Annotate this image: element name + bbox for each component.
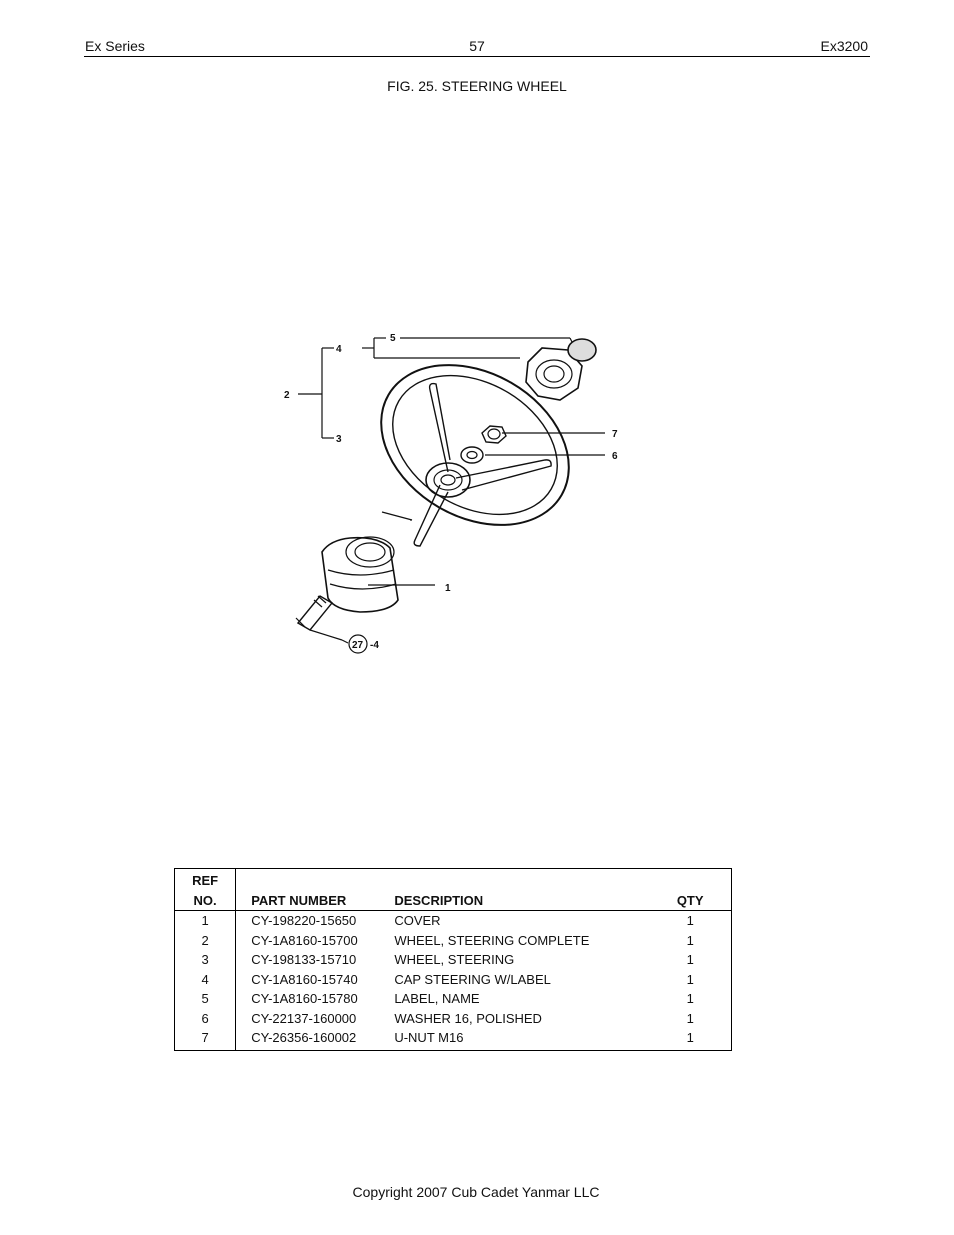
part-number-cell: CY-26356-160002 [251,1030,357,1045]
part-number-cell: CY-22137-160000 [251,1010,357,1026]
qty-cell: 1 [686,991,694,1006]
header-series: Ex Series [85,38,145,54]
header-model: Ex3200 [820,38,868,54]
table-row: 6 CY-22137-160000 WASHER 16, POLISHED 1 [174,1008,732,1028]
header-part-number: PART NUMBER [251,892,347,908]
description-cell: CAP STEERING W/LABEL [394,971,551,987]
part-number-cell: CY-1A8160-15780 [251,991,358,1006]
callout-3: 3 [336,434,342,445]
qty-cell: 1 [686,932,694,948]
description-cell: WHEEL, STEERING [394,952,515,967]
table-row: 3 CY-198133-15710 WHEEL, STEERING 1 [174,950,732,970]
callout-1: 1 [445,583,451,594]
table-row: 4 CY-1A8160-15740 CAP STEERING W/LABEL 1 [174,969,732,989]
header-description: DESCRIPTION [394,892,484,908]
part-number-cell: CY-198133-15710 [251,952,357,967]
callout-6: 6 [612,451,618,462]
copyright-footer: Copyright 2007 Cub Cadet Yanmar LLC [352,1184,600,1200]
page-number: 57 [469,38,485,54]
part-number-cell: CY-1A8160-15700 [251,932,358,948]
ref-no-cell: 6 [174,1008,237,1028]
ref-no-cell: 3 [174,950,237,970]
ref-no-cell: 4 [174,969,237,989]
part-number-cell: CY-198220-15650 [251,913,357,928]
header-ref-line1: REF [192,873,219,888]
callout-4: 4 [336,344,342,355]
callout-7: 7 [612,429,618,440]
description-cell: WASHER 16, POLISHED [394,1010,542,1026]
ref-no-cell: 7 [174,1028,237,1050]
steering-wheel-diagram: 5 4 2 3 7 6 1 27 -4 [150,100,770,860]
header-ref-line2: NO. [193,892,217,908]
ref-no-cell: 5 [174,989,237,1009]
table-header-row: REF NO. PART NUMBER DESCRIPTION QTY [174,868,732,911]
ref-no-cell: 2 [174,930,237,950]
ref-no-cell: 1 [174,910,237,931]
header-rule [84,56,870,57]
table-row: 7 CY-26356-160002 U-NUT M16 1 [174,1028,732,1050]
table-row: 5 CY-1A8160-15780 LABEL, NAME 1 [174,989,732,1009]
callout-labels: 5 4 2 3 7 6 1 27 -4 [284,333,618,651]
description-cell: LABEL, NAME [394,991,480,1006]
qty-cell: 1 [686,913,694,928]
qty-cell: 1 [686,952,694,967]
figure-title: FIG. 25. STEERING WHEEL [387,78,567,94]
header-qty: QTY [676,892,704,908]
header-ref-no: REF NO. [174,868,237,911]
callout-5: 5 [390,333,396,344]
callout-27-suffix: -4 [370,640,379,651]
description-cell: U-NUT M16 [394,1030,464,1045]
qty-cell: 1 [686,1010,694,1026]
qty-cell: 1 [686,1030,694,1045]
qty-cell: 1 [686,971,694,987]
description-cell: COVER [394,913,441,928]
part-number-cell: CY-1A8160-15740 [251,971,358,987]
callout-27: 27 [352,640,364,651]
description-cell: WHEEL, STEERING COMPLETE [394,932,590,948]
table-row: 2 CY-1A8160-15700 WHEEL, STEERING COMPLETE… [174,930,732,950]
callout-2: 2 [284,390,290,401]
table-row: 1 CY-198220-15650 COVER 1 [174,910,732,931]
